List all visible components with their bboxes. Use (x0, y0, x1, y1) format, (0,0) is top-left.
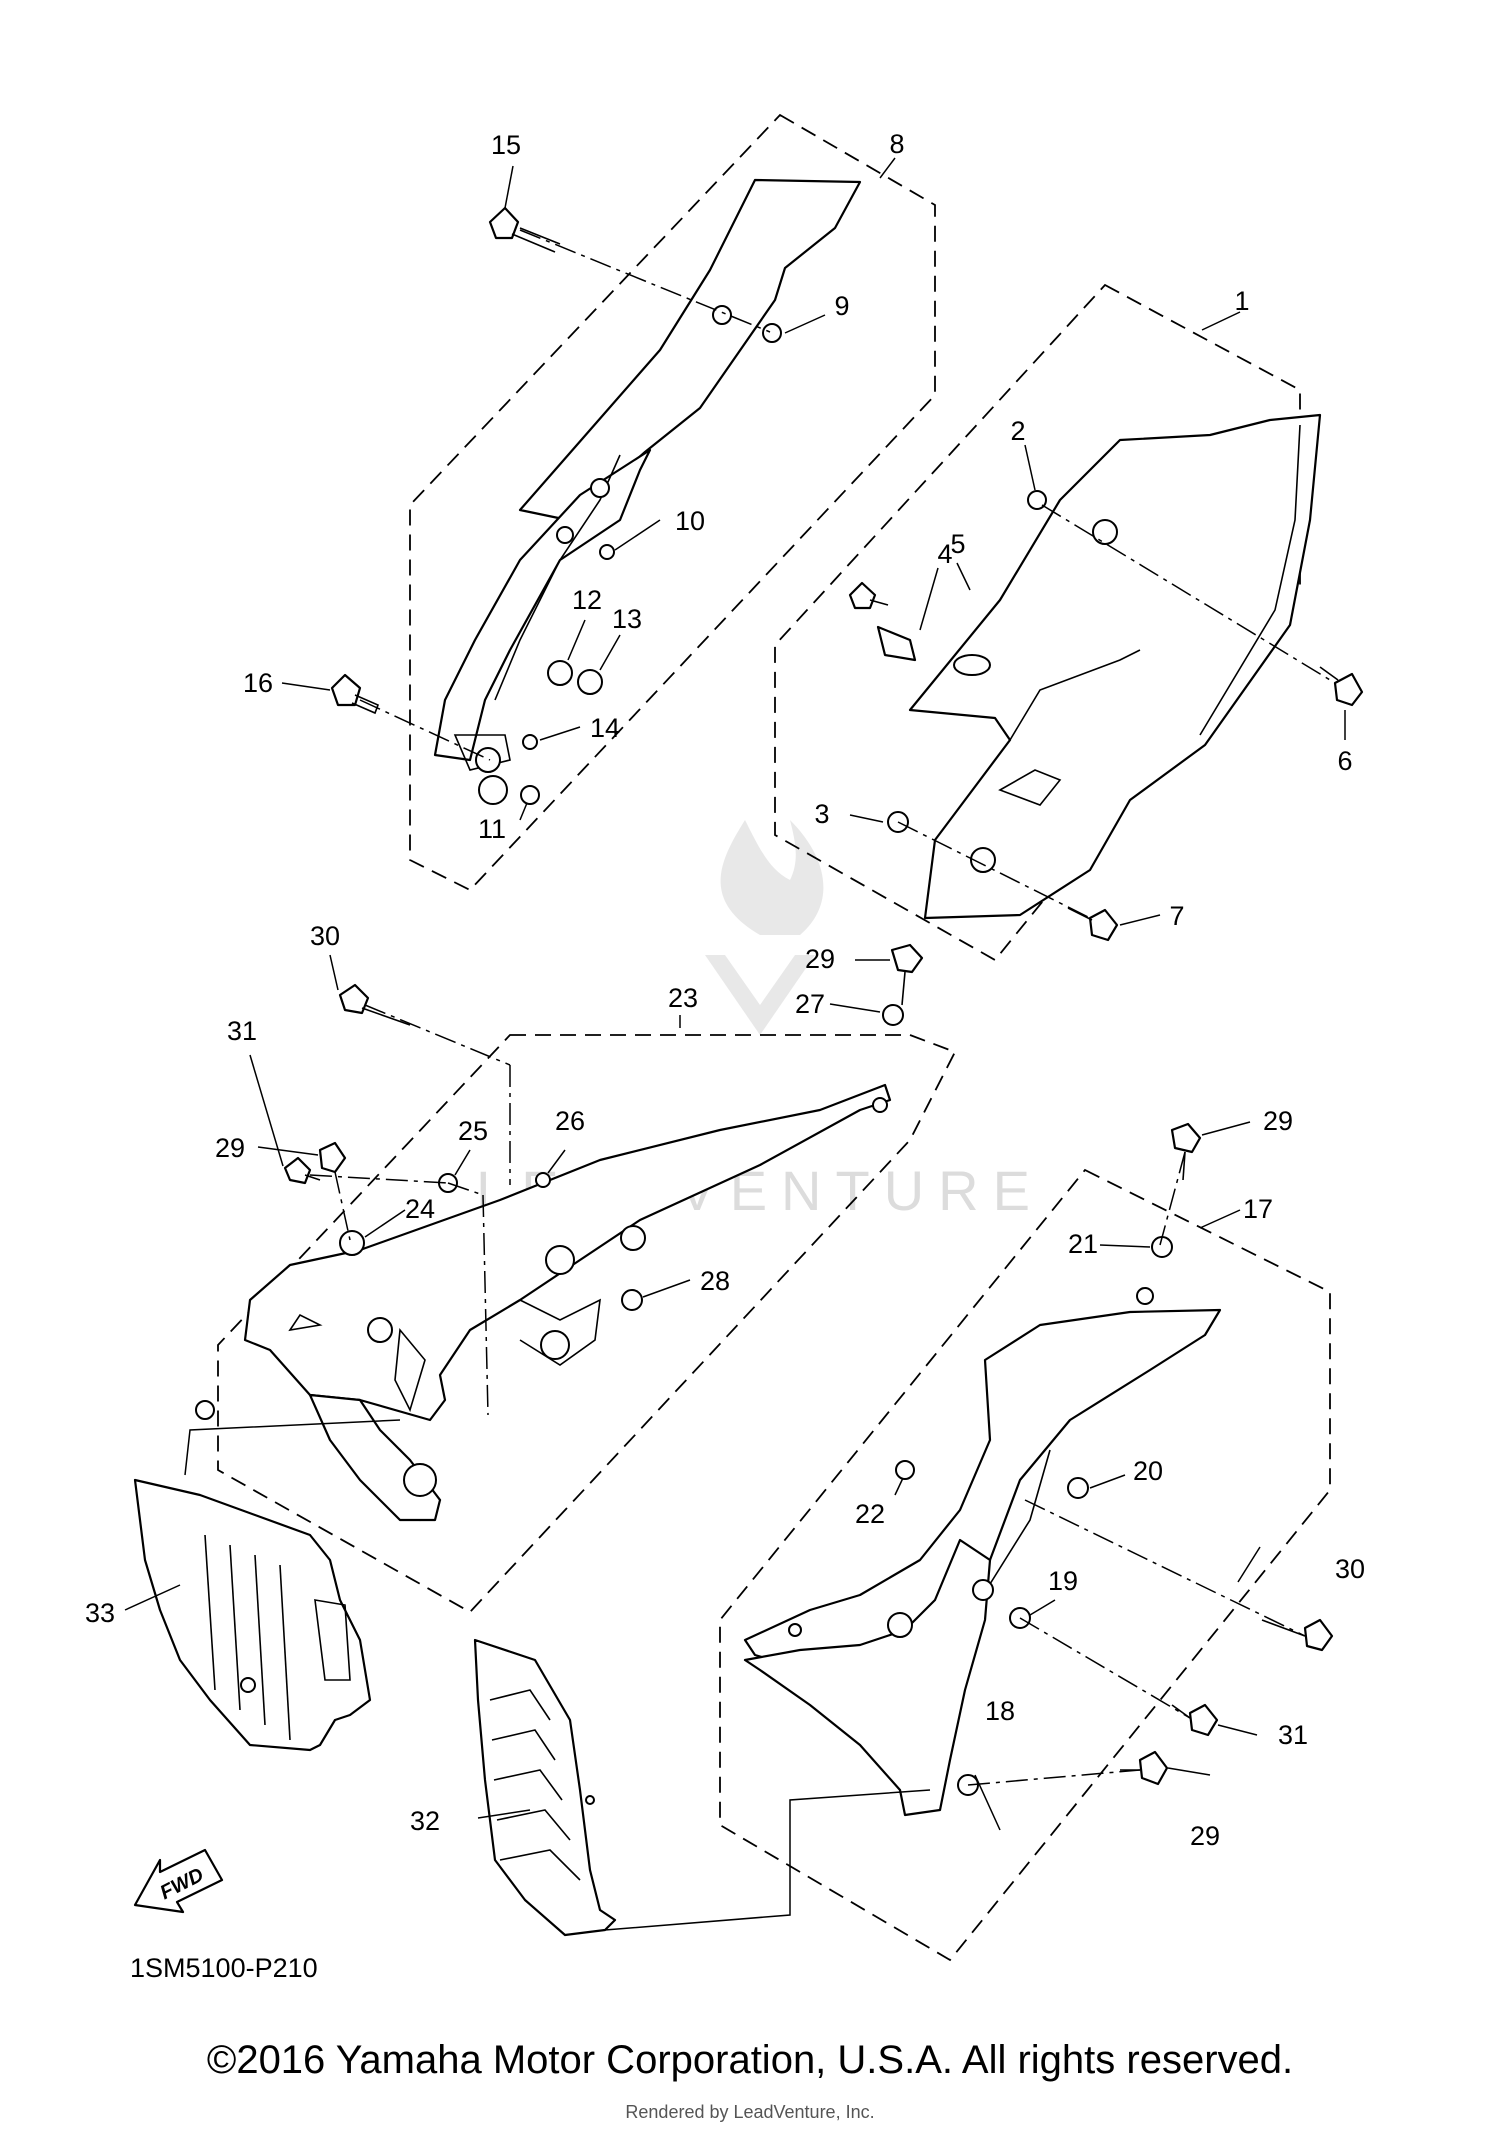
clip-4 (876, 625, 917, 662)
callout-17: 17 (1243, 1194, 1273, 1224)
part-8-grommet-hole (712, 305, 732, 325)
washer-10 (599, 544, 615, 560)
callout-31-b: 31 (1278, 1720, 1308, 1750)
assembly-lines (309, 229, 1336, 1786)
callout-23: 23 (668, 983, 698, 1013)
callout-21: 21 (1068, 1229, 1098, 1259)
callout-30-a: 30 (310, 921, 340, 951)
fastener-bolt-30-lower (1261, 1618, 1334, 1652)
fastener-bolt-5 (848, 581, 889, 610)
diagram-code: 1SM5100-P210 (130, 1953, 318, 1983)
fastener-bolt-31-upper (283, 1156, 321, 1185)
fastener-bolt-29-lower (1120, 1750, 1169, 1786)
callout-29-c: 29 (215, 1133, 245, 1163)
washer-11 (520, 785, 540, 805)
fastener-bolt-29-mid (1170, 1122, 1202, 1181)
callout-12: 12 (572, 585, 602, 615)
grommet-9 (762, 323, 782, 343)
callout-29-b: 29 (1263, 1106, 1293, 1136)
callout-9: 9 (834, 291, 849, 321)
collar-12 (547, 660, 573, 686)
part-17-lower-shroud (743, 1287, 1222, 1817)
callout-8: 8 (889, 129, 904, 159)
callout-31-a: 31 (227, 1016, 257, 1046)
callout-11: 11 (478, 814, 506, 844)
part-1-side-cover (908, 413, 1322, 920)
callout-5: 5 (950, 529, 965, 559)
part-8-shroud (433, 178, 862, 805)
callout-19: 19 (1048, 1566, 1078, 1596)
washers-and-grommets (339, 323, 1173, 1796)
callout-2: 2 (1010, 416, 1025, 446)
callout-29-d: 29 (1190, 1821, 1220, 1851)
copyright-notice: ©2016 Yamaha Motor Corporation, U.S.A. A… (206, 2038, 1294, 2082)
group-outline-23 (217, 1034, 957, 1614)
leader-lines (124, 157, 1346, 1831)
part-23-inner-panel (243, 1083, 892, 1522)
fastener-bolt-30-upper (338, 983, 411, 1026)
callout-28: 28 (700, 1266, 730, 1296)
callout-1: 1 (1234, 286, 1249, 316)
fastener-bolt-29-upper (890, 943, 924, 1006)
connector-lines (184, 1419, 931, 1931)
callout-13: 13 (612, 604, 642, 634)
fastener-bolt-6 (1319, 666, 1364, 707)
callout-14: 14 (590, 713, 620, 743)
cap-13 (577, 669, 603, 695)
cap-28 (621, 1289, 643, 1311)
callout-32: 32 (410, 1806, 440, 1836)
fwd-arrow-icon: FWD (133, 1848, 224, 1914)
part-32-radiator-louver (473, 1638, 617, 1937)
callout-29-a: 29 (805, 944, 835, 974)
callout-27: 27 (795, 989, 825, 1019)
collar-24 (339, 1230, 365, 1256)
fastener-bolt-16 (330, 673, 380, 715)
fastener-bolt-7 (1067, 907, 1119, 942)
group-outline-17 (719, 1168, 1331, 1962)
callout-6: 6 (1337, 746, 1352, 776)
callout-16: 16 (243, 668, 273, 698)
washer-26 (535, 1172, 551, 1188)
render-credit: Rendered by LeadVenture, Inc. (625, 2102, 875, 2122)
fastener-bolt-15 (488, 206, 561, 253)
callout-18: 18 (985, 1696, 1015, 1726)
callout-33: 33 (85, 1598, 115, 1628)
callout-15: 15 (491, 130, 521, 160)
part-callouts: 1 2 3 4 5 6 7 8 9 10 11 12 13 14 15 16 1… (85, 129, 1365, 1851)
group-outline-8 (409, 113, 936, 892)
part-33-radiator-louver (133, 1400, 372, 1752)
callout-22: 22 (855, 1499, 885, 1529)
grommet-27 (882, 1004, 904, 1026)
callout-20: 20 (1133, 1456, 1163, 1486)
fastener-bolt-29-left (318, 1141, 347, 1174)
collar-20 (1067, 1477, 1089, 1499)
callout-10: 10 (675, 506, 705, 536)
washer-14 (522, 734, 538, 750)
callout-3: 3 (814, 799, 829, 829)
callout-25: 25 (458, 1116, 488, 1146)
grommet-22 (895, 1460, 915, 1480)
callout-4: 4 (937, 539, 952, 569)
callout-24: 24 (405, 1194, 435, 1224)
callout-26: 26 (555, 1106, 585, 1136)
callout-7: 7 (1169, 901, 1184, 931)
fastener-bolt-31-lower (1171, 1703, 1219, 1737)
callout-30-b: 30 (1335, 1554, 1365, 1584)
grommet-2 (1027, 490, 1047, 510)
